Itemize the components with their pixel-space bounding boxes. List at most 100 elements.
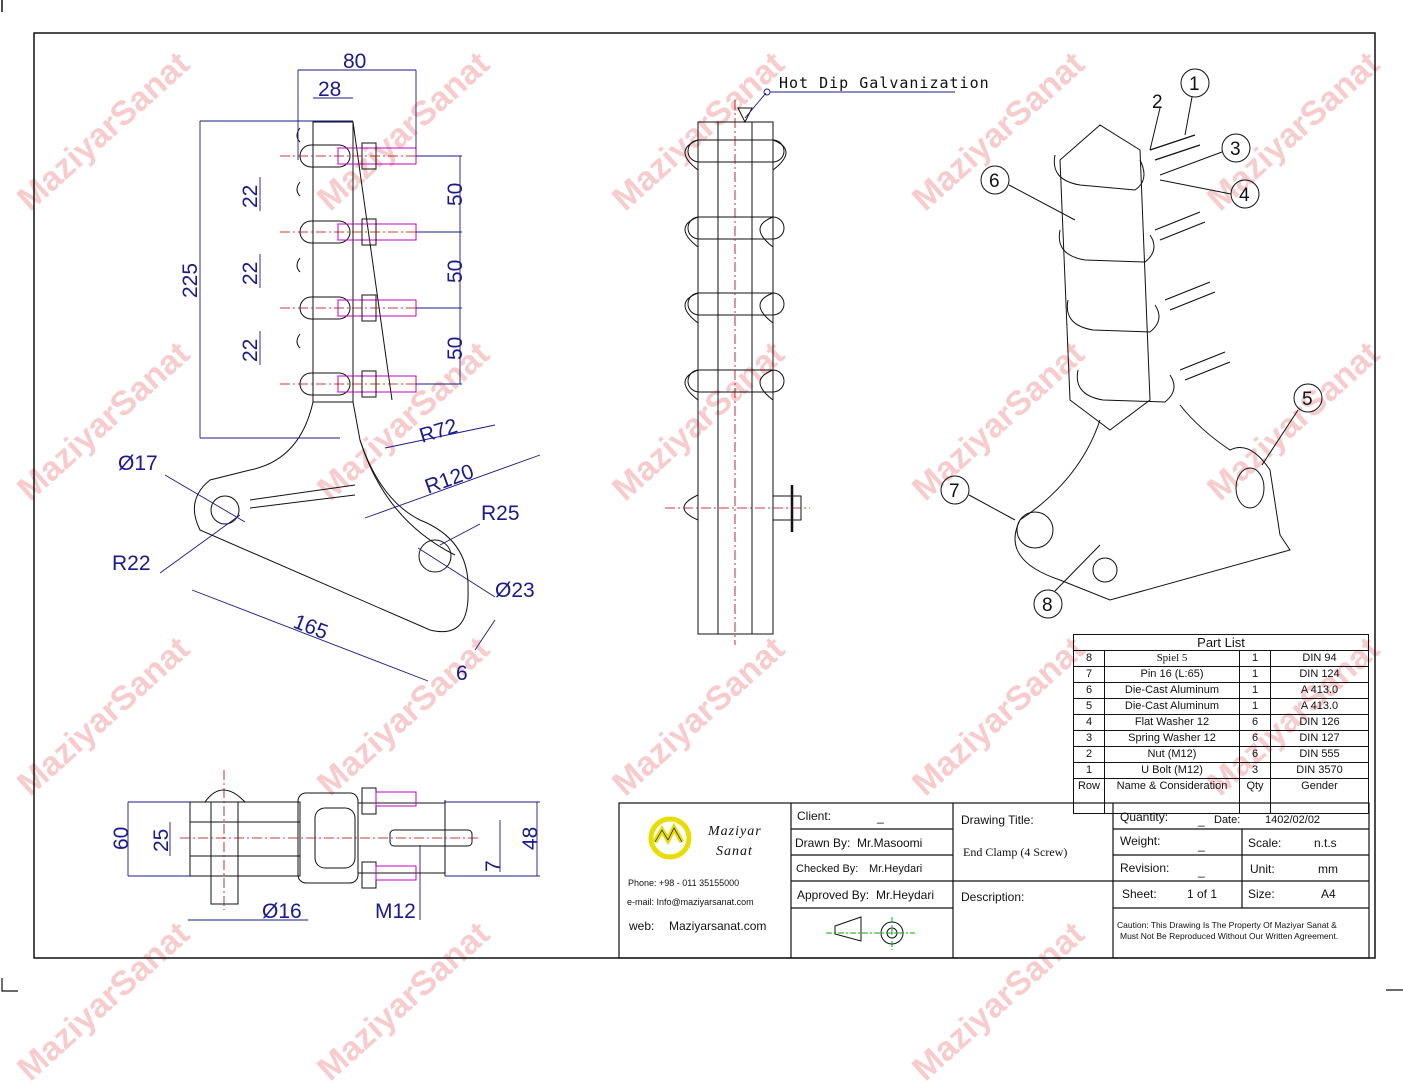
balloon-3: 3	[1230, 139, 1241, 160]
centerlines-side	[665, 100, 810, 645]
caution-line1: Caution: This Drawing Is The Property Of…	[1117, 920, 1337, 930]
revision-label: Revision:	[1120, 861, 1170, 875]
sheet-value: 1 of 1	[1187, 887, 1218, 901]
dim-gap-1: 22	[239, 185, 262, 208]
dim-pitch-3: 50	[444, 337, 467, 360]
balloons	[940, 68, 1323, 619]
dim-height-total: 225	[179, 263, 202, 298]
dim-top-width: 48	[519, 827, 542, 850]
approved-by-value: Mr.Heydari	[876, 888, 935, 902]
dim-gap-2: 22	[239, 262, 262, 285]
sheet-border	[33, 32, 1376, 959]
front-view	[193, 121, 469, 632]
balloon-5: 5	[1302, 389, 1313, 410]
weight-label: Weight:	[1120, 834, 1161, 848]
dim-pitch-1: 50	[444, 183, 467, 206]
unit-value: mm	[1318, 862, 1338, 876]
dimension-lines-front	[159, 69, 541, 682]
hole-left	[210, 495, 240, 525]
company-web[interactable]: Maziyarsanat.com	[669, 919, 767, 933]
dim-gap-3: 22	[239, 339, 262, 362]
date-label: Date:	[1214, 814, 1241, 826]
dim-radius-left: R22	[112, 552, 151, 575]
dim-pin-dia: Ø16	[262, 900, 302, 923]
dim-base-thickness: 6	[456, 662, 468, 685]
company-logo	[648, 816, 692, 860]
projection-symbol-icon	[826, 916, 915, 950]
dim-top-height: 60	[110, 827, 133, 850]
scale-value: n.t.s	[1314, 836, 1337, 850]
bolt-shanks	[337, 147, 417, 393]
dim-radius-inner: R120	[422, 460, 477, 499]
size-label: Size:	[1248, 887, 1275, 901]
sheet-label: Sheet:	[1122, 887, 1157, 901]
dim-lip: 7	[482, 860, 505, 872]
finish-leader	[744, 88, 955, 119]
dim-width-body: 28	[318, 78, 341, 101]
balloon-1: 1	[1189, 74, 1200, 95]
date-value: 1402/02/02	[1265, 814, 1321, 826]
dim-top-slot: 25	[150, 829, 173, 852]
company-web-label: web:	[629, 919, 655, 933]
dim-base-length: 165	[290, 610, 331, 644]
drawing-canvas: 80 28 225 22 22 22 50 50 50 R72 R120 Ø17…	[1, 0, 1403, 992]
size-value: A4	[1321, 887, 1336, 901]
top-view	[189, 787, 473, 905]
dimension-text-top: 60 25 Ø16 M12 7 48	[110, 827, 542, 923]
dim-radius-outer: R72	[417, 415, 461, 448]
dim-width-total: 80	[343, 50, 366, 73]
dim-pitch-2: 50	[444, 260, 467, 283]
quantity-label: Quantity:	[1120, 810, 1169, 824]
drawing-title-label: Drawing Title:	[961, 813, 1034, 827]
balloon-labels: 1 2 3 4 5 6 7 8	[949, 74, 1313, 616]
part-list-title: Part List	[1073, 634, 1369, 651]
side-view	[683, 107, 802, 635]
dimension-lines-top	[127, 801, 540, 921]
balloon-6: 6	[989, 171, 1000, 192]
dim-hole-right: Ø23	[495, 579, 535, 602]
scale-label: Scale:	[1248, 836, 1282, 850]
dim-bolt: M12	[375, 900, 416, 923]
revision-value: _	[1198, 864, 1205, 878]
finish-annotation: Hot Dip Galvanization	[779, 74, 990, 92]
centerlines-front	[280, 155, 420, 385]
u-bolt-group	[296, 127, 351, 396]
balloon-7: 7	[949, 481, 960, 502]
client-label: Client:	[797, 809, 832, 823]
balloon-2: 2	[1152, 92, 1163, 113]
balloon-4: 4	[1239, 185, 1250, 206]
company-phone: Phone: +98 - 011 35155000	[628, 878, 740, 888]
quantity-value: _	[1198, 813, 1205, 827]
company-name-line2: Sanat	[716, 844, 753, 859]
caution-line2: Must Not Be Reproduced Without Our Writt…	[1120, 931, 1339, 941]
dim-hole-left: Ø17	[118, 452, 158, 475]
clamp-arm	[193, 401, 469, 632]
weight-value: _	[1198, 838, 1205, 852]
dim-radius-right: R25	[481, 502, 520, 525]
approved-by-label: Approved By:	[797, 888, 870, 902]
balloon-8: 8	[1042, 595, 1053, 616]
drawing-title: End Clamp (4 Screw)	[963, 845, 1068, 859]
isometric-view	[1014, 124, 1291, 601]
checked-by-label: Checked By:	[796, 863, 859, 875]
corner-mark	[1, 978, 18, 992]
company-email[interactable]: e-mail: Info@maziyarsanat.com	[627, 897, 754, 907]
centerlines-top	[180, 770, 480, 910]
description-label: Description:	[961, 890, 1025, 904]
company-name-line1: Maziyar	[708, 824, 762, 839]
clamp-body	[312, 121, 354, 403]
drawn-by-label: Drawn By:	[795, 836, 851, 850]
checked-by-value: Mr.Heydari	[869, 863, 923, 875]
client-value: _	[877, 810, 884, 824]
title-block-grid	[618, 802, 1370, 959]
hole-right	[418, 539, 452, 573]
